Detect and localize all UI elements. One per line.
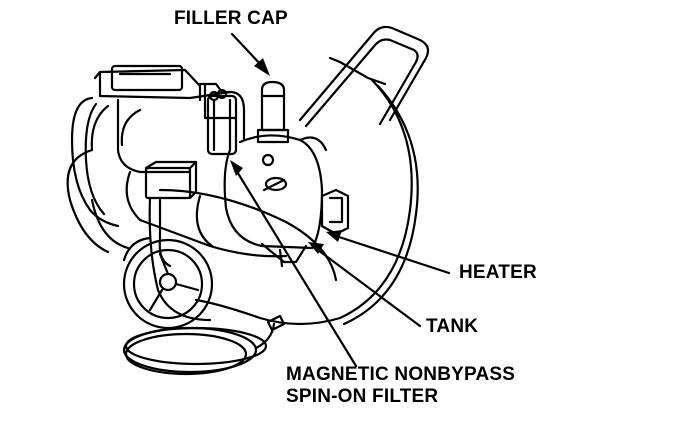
motor-body [70,64,246,250]
filter-label-line1: MAGNETIC NONBYPASS [286,364,516,385]
filler-cap-label: FILLER CAP [174,8,288,29]
tank-label: TANK [426,316,479,337]
filter-label-line2: SPIN-ON FILTER [286,386,439,407]
power-cord-coil [122,314,286,376]
tank [223,134,328,268]
wheel [122,236,214,330]
handle [298,25,430,128]
arrowheads [230,58,342,254]
heater-label: HEATER [459,262,537,283]
heater [320,188,350,236]
leader-lines [230,32,451,368]
hoses [66,78,419,326]
filler-cap [256,80,290,144]
spin-on-filter [206,88,238,156]
